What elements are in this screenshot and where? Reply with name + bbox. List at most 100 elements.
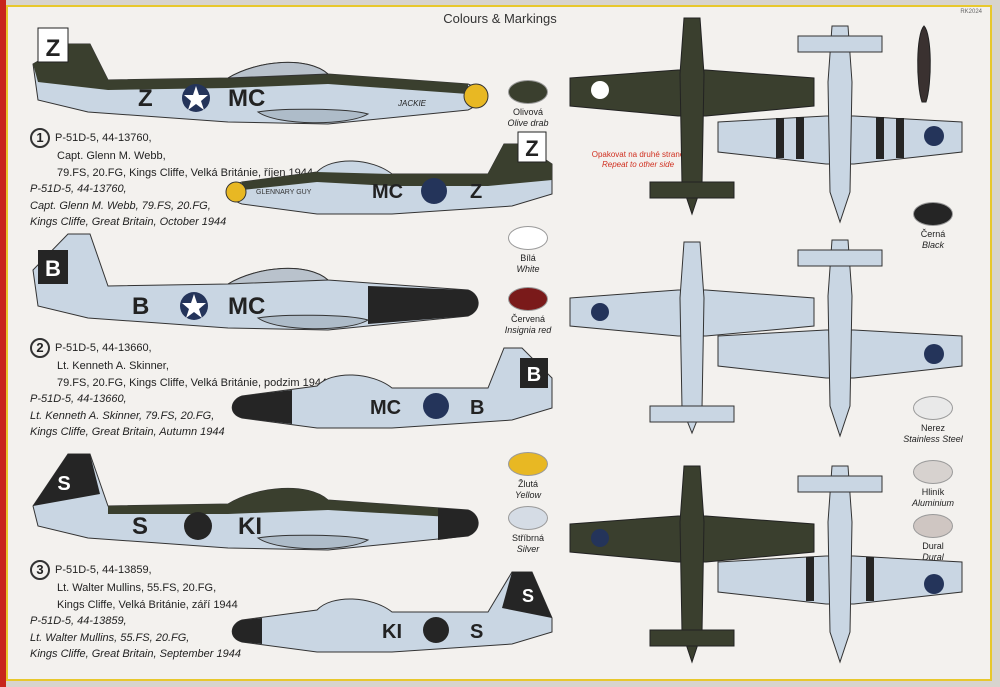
fwd-code: MC — [372, 181, 403, 203]
side-profile-3-left: S S KI — [32, 453, 479, 551]
tail-code: S — [522, 586, 534, 606]
wing-stripe — [806, 557, 814, 601]
national-insignia — [184, 512, 212, 540]
sheet-code: RK2024 — [960, 9, 982, 15]
aft-code: S — [470, 621, 483, 643]
fwd-code: KI — [382, 621, 402, 643]
side-profile-3-right: S KI S — [231, 571, 553, 653]
top-view-1 — [569, 17, 815, 216]
tail-code-box — [520, 358, 548, 388]
under-fuselage — [827, 465, 853, 664]
fwd-code: MC — [228, 85, 265, 112]
tail-code: B — [45, 256, 61, 281]
black-nose — [232, 618, 262, 644]
bottom-view-1 — [717, 25, 963, 224]
repeat-note: Opakovat na druhé straně Repeat to other… — [591, 150, 685, 169]
wing-insignia — [924, 344, 944, 364]
olive-anti-glare — [242, 144, 552, 190]
top-view-2 — [569, 241, 815, 435]
aft-code: Z — [470, 181, 482, 203]
profile-number-badge: 3 — [30, 560, 50, 580]
side-profile-2-right: B MC B — [231, 347, 553, 429]
tail-code-box — [38, 250, 68, 284]
top-fuselage — [679, 465, 705, 664]
top-tailplane — [649, 181, 735, 199]
side-profile-2-left: B B MC — [32, 233, 479, 331]
wing-stripe — [866, 557, 874, 601]
wing — [256, 314, 370, 330]
wing-insignia — [924, 126, 944, 146]
national-insignia — [421, 178, 447, 204]
tail-code: B — [527, 364, 541, 386]
black-tail — [33, 454, 100, 506]
bottom-view-3 — [717, 465, 963, 664]
wing — [256, 534, 370, 550]
top-view-3 — [569, 465, 815, 664]
national-insignia — [423, 617, 449, 643]
top-tailplane — [649, 405, 735, 423]
side-profile-1-left: Z Z MC JACKIE — [32, 27, 489, 125]
wing-insignia — [591, 529, 609, 547]
invasion-stripe — [876, 117, 884, 159]
tail-code: Z — [525, 136, 538, 161]
black-nose — [438, 508, 479, 540]
under-tailplane — [797, 35, 883, 53]
top-fuselage — [679, 17, 705, 216]
fwd-code: KI — [238, 513, 262, 540]
invasion-stripe — [796, 117, 804, 159]
tail-code-box — [517, 131, 547, 163]
top-tailplane — [649, 629, 735, 647]
bottom-view-2 — [717, 239, 963, 438]
under-tailplane — [797, 475, 883, 493]
canopy — [227, 61, 330, 79]
fwd-code: MC — [370, 397, 401, 419]
olive-anti-glare — [108, 488, 468, 518]
canopy — [227, 267, 330, 285]
side-profile-1-right: Z MC Z GLENNARY GUY — [225, 131, 553, 215]
tail-code-box — [37, 27, 69, 63]
insignia-star — [182, 294, 206, 318]
invasion-stripe — [896, 118, 904, 158]
tail-code: S — [57, 473, 70, 495]
yellow-spinner — [225, 181, 247, 203]
wing-insignia — [924, 574, 944, 594]
fwd-code: MC — [228, 293, 265, 320]
under-fuselage — [827, 25, 853, 224]
cowl-name: JACKIE — [397, 99, 427, 108]
wing-insignia — [591, 81, 609, 99]
invasion-stripe — [776, 118, 784, 158]
under-tailplane — [797, 249, 883, 267]
page-title: Colours & Markings — [443, 11, 557, 26]
tail-code: Z — [46, 35, 61, 62]
national-insignia — [423, 393, 449, 419]
profile-number-badge: 1 — [30, 128, 50, 148]
propeller-blade — [917, 25, 931, 103]
aft-code: B — [470, 397, 484, 419]
insignia-star — [184, 86, 208, 110]
aft-code: Z — [138, 85, 153, 112]
profile-number-badge: 2 — [30, 338, 50, 358]
wing-insignia — [591, 303, 609, 321]
black-nose — [368, 286, 479, 324]
side-red-stripe — [0, 0, 6, 687]
under-fuselage — [827, 239, 853, 438]
wing — [256, 108, 370, 124]
top-fuselage — [679, 241, 705, 435]
black-tail — [502, 572, 552, 618]
black-nose — [232, 390, 292, 424]
nose-art: GLENNARY GUY — [256, 189, 312, 196]
aft-code: S — [132, 513, 148, 540]
aft-code: B — [132, 293, 149, 320]
